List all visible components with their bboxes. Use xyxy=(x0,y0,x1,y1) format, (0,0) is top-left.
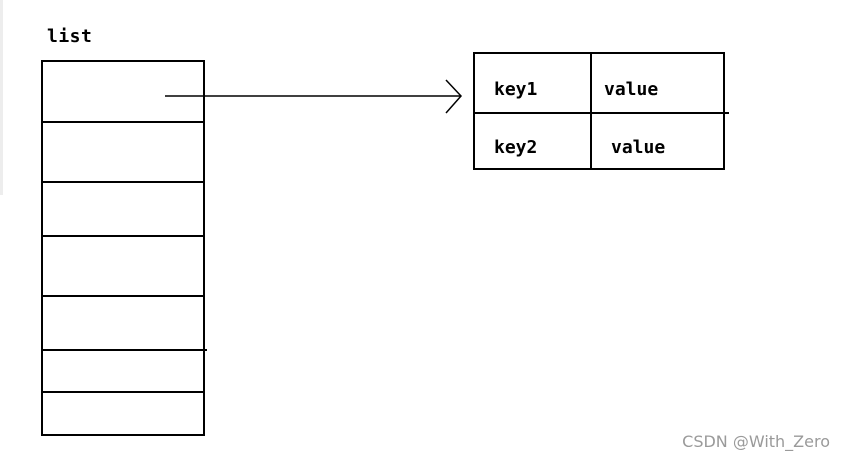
list-divider xyxy=(41,181,205,183)
row-1-key: key1 xyxy=(494,79,538,100)
row-divider xyxy=(475,112,729,114)
list-divider xyxy=(41,235,203,237)
left-edge-shadow xyxy=(0,0,3,195)
row-1-value: value xyxy=(604,79,659,100)
list-title: list xyxy=(47,26,93,47)
watermark: CSDN @With_Zero xyxy=(682,432,830,451)
list-divider xyxy=(41,121,203,123)
list-divider xyxy=(41,295,205,297)
list-container xyxy=(41,60,205,436)
list-divider xyxy=(41,391,203,393)
row-2-value: value xyxy=(611,137,666,158)
row-2-key: key2 xyxy=(494,137,538,158)
list-divider xyxy=(41,349,207,351)
hash-table: key1 value key2 value xyxy=(473,52,729,170)
